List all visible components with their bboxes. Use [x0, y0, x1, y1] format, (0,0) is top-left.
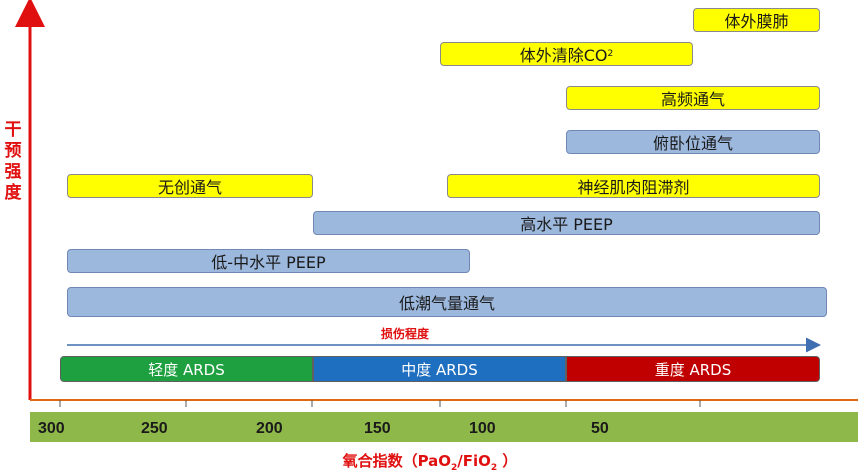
bar-high-peep-label: 高水平 PEEP	[520, 215, 613, 234]
x-tick-50: 50	[591, 420, 609, 437]
bar-niv-label: 无创通气	[157, 178, 222, 197]
x-tick-200: 200	[256, 420, 283, 437]
x-tick-300: 300	[38, 420, 65, 437]
bar-ecmo: 体外膜肺	[693, 8, 820, 32]
bar-low-mid-peep-label: 低-中水平 PEEP	[211, 253, 326, 272]
bar-low-tidal-volume-label: 低潮气量通气	[398, 294, 495, 313]
x-axis-label-text: 氧合指数（PaO	[342, 452, 452, 470]
bar-low-mid-peep: 低-中水平 PEEP	[67, 249, 470, 273]
x-axis-label-mid: /FiO	[457, 452, 491, 470]
bar-hfov: 高频通气	[566, 86, 820, 110]
bar-high-peep: 高水平 PEEP	[313, 211, 820, 235]
severity-severe-label: 重度 ARDS	[654, 360, 732, 379]
bar-low-tidal-volume: 低潮气量通气	[67, 287, 827, 317]
bar-ecco2r-label: 体外清除CO	[519, 46, 608, 65]
x-tick-100: 100	[469, 420, 496, 437]
severity-moderate-label: 中度 ARDS	[401, 360, 478, 379]
severity-mild-label: 轻度 ARDS	[148, 360, 225, 379]
x-tick-marks	[59, 400, 701, 407]
bar-niv: 无创通气	[67, 174, 313, 198]
x-axis-label-sub1: 2	[451, 463, 458, 473]
severity-severe: 重度 ARDS	[566, 356, 820, 382]
x-axis-band	[30, 412, 858, 442]
bar-prone-label: 俯卧位通气	[652, 134, 733, 153]
bar-ecmo-label: 体外膜肺	[724, 12, 789, 31]
x-tick-150: 150	[364, 420, 391, 437]
bar-hfov-label: 高频通气	[660, 90, 725, 109]
bar-nmb-label: 神经肌肉阻滞剂	[577, 178, 690, 197]
x-axis-label-end: ）	[497, 452, 518, 470]
bar-prone: 俯卧位通气	[566, 130, 820, 154]
severity-mild: 轻度 ARDS	[60, 356, 313, 382]
bar-nmb: 神经肌肉阻滞剂	[447, 174, 820, 198]
x-axis-label: 氧合指数（PaO2/FiO2 ）	[0, 450, 860, 473]
y-axis-label: 干预强度	[4, 120, 22, 203]
injury-arrow-label: 损伤程度	[380, 327, 429, 341]
x-tick-250: 250	[141, 420, 168, 437]
severity-moderate: 中度 ARDS	[313, 356, 566, 382]
x-axis-label-sub2: 2	[490, 463, 498, 473]
